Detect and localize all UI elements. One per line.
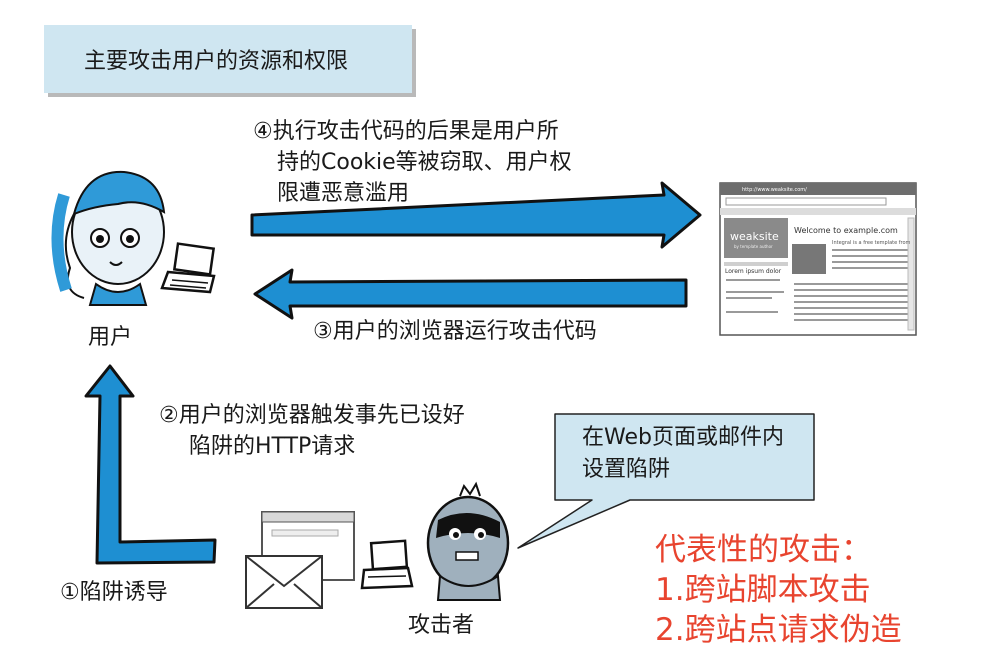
browser-lorem: Lorem ipsum dolor bbox=[725, 268, 782, 275]
attacks-heading: 代表性的攻击： bbox=[655, 532, 872, 568]
step2-line1: ②用户的浏览器触发事先已设好 bbox=[159, 403, 465, 428]
browser-url: http://www.weaksite.com/ bbox=[742, 187, 807, 193]
attack-item-csrf: 2.跨站点请求伪造 bbox=[655, 612, 902, 648]
arrow-step4 bbox=[250, 181, 702, 249]
browser-logo-sub: by template author bbox=[734, 244, 773, 249]
step2-line2: 陷阱的HTTP请求 bbox=[189, 434, 356, 459]
attacker-label: 攻击者 bbox=[408, 613, 475, 638]
step4-line2: 持的Cookie等被窃取、用户权 bbox=[277, 150, 572, 175]
callout-line2: 设置陷阱 bbox=[582, 457, 671, 482]
browser-intro: Integral is a free template from bbox=[832, 240, 911, 246]
attacker-character-icon bbox=[426, 481, 510, 601]
arrow-step2 bbox=[84, 364, 217, 565]
step3-label: ③用户的浏览器运行攻击代码 bbox=[313, 319, 597, 344]
callout-text: 在Web页面或邮件内 设置陷阱 bbox=[582, 422, 784, 486]
callout-line1: 在Web页面或邮件内 bbox=[582, 425, 784, 450]
representative-attacks: 代表性的攻击： 1.跨站脚本攻击 2.跨站点请求伪造 bbox=[655, 530, 902, 650]
step4-label: ④执行攻击代码的后果是用户所 持的Cookie等被窃取、用户权 限遭恶意滥用 bbox=[253, 116, 572, 209]
arrow-step3 bbox=[253, 268, 688, 320]
user-label: 用户 bbox=[88, 325, 133, 350]
attacker-laptop-icon bbox=[360, 539, 414, 590]
user-character-icon bbox=[51, 170, 166, 306]
step1-label: ①陷阱诱导 bbox=[60, 580, 168, 605]
title-text: 主要攻击用户的资源和权限 bbox=[84, 49, 349, 74]
step2-label: ②用户的浏览器触发事先已设好 陷阱的HTTP请求 bbox=[159, 400, 465, 462]
trap-email-envelope-icon bbox=[245, 555, 323, 609]
title-box: 主要攻击用户的资源和权限 bbox=[44, 25, 412, 93]
user-laptop-icon bbox=[160, 242, 216, 294]
browser-logo: weaksite bbox=[730, 230, 779, 243]
step4-line1: ④执行攻击代码的后果是用户所 bbox=[253, 119, 559, 144]
website-browser-window bbox=[719, 182, 917, 336]
attack-item-xss: 1.跨站脚本攻击 bbox=[655, 572, 871, 608]
browser-welcome: Welcome to example.com bbox=[794, 226, 898, 235]
callout-bubble bbox=[517, 413, 815, 549]
step4-line3: 限遭恶意滥用 bbox=[277, 181, 410, 206]
